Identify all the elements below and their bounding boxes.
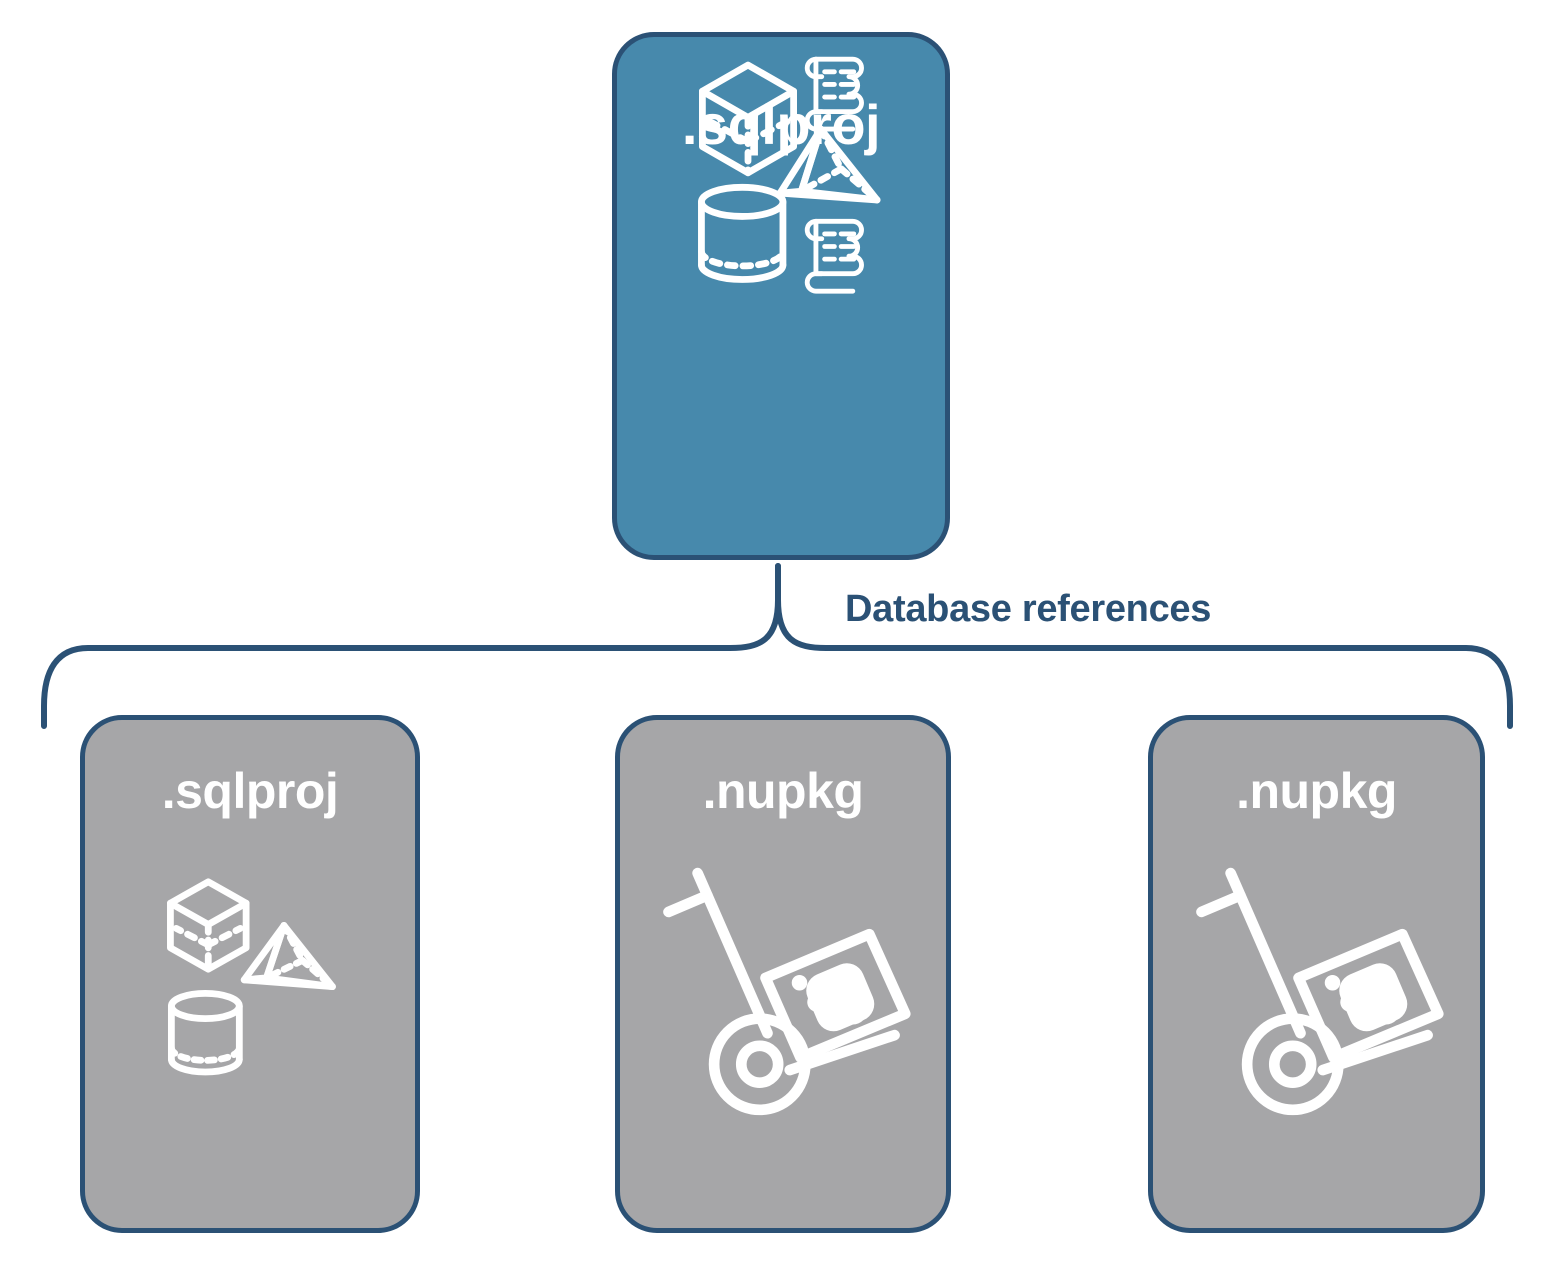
- hand-truck-package-icon: [663, 867, 911, 1116]
- sqlproj-reference-label: .sqlproj: [161, 763, 339, 819]
- nupkg-label-1: .nupkg: [702, 763, 864, 819]
- connector-label: Database references: [845, 588, 1212, 630]
- nuget-package-mark: [1324, 963, 1408, 1032]
- cube-icon: [167, 878, 250, 973]
- cylinder-icon: [167, 990, 243, 1076]
- script-scroll-icon: [804, 218, 864, 294]
- nuget-package-mark: [791, 963, 875, 1032]
- nupkg-label-2: .nupkg: [1236, 763, 1397, 819]
- sqlproj-root-node[interactable]: .sqlproj: [612, 32, 950, 560]
- hand-truck-package-icon: [1196, 867, 1444, 1116]
- cylinder-icon: [698, 183, 787, 283]
- sqlproj-reference-node[interactable]: .sqlproj: [80, 715, 420, 1233]
- sqlproj-root-label: .sqlproj: [681, 93, 881, 156]
- nupkg-reference-node-2[interactable]: .nupkg: [1148, 715, 1485, 1233]
- nupkg-reference-node-1[interactable]: .nupkg: [615, 715, 951, 1233]
- pyramid-icon: [240, 922, 336, 991]
